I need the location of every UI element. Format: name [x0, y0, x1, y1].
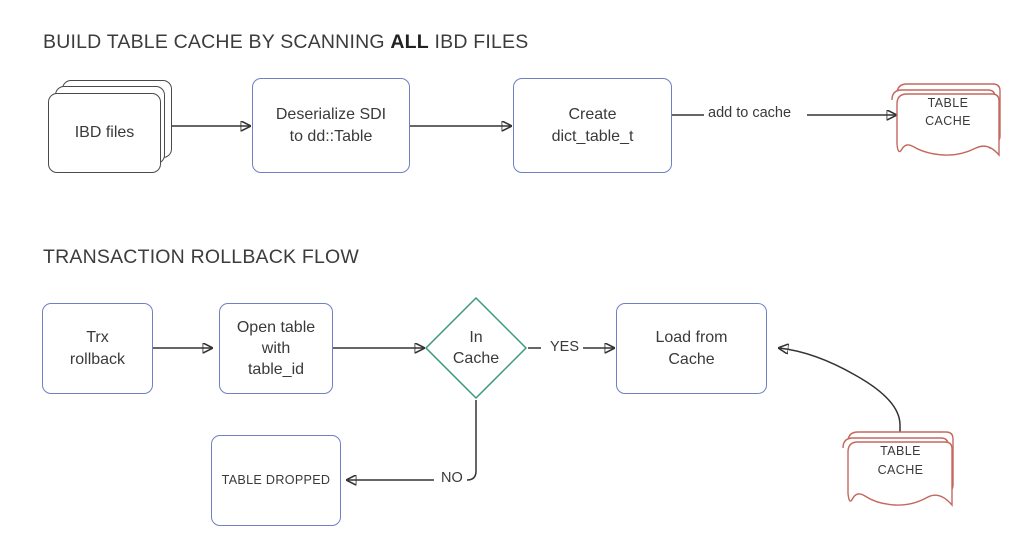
- edge-label-yes: YES: [546, 339, 584, 355]
- table-dropped-node[interactable]: TABLE DROPPED: [211, 435, 341, 526]
- load-from-cache-node[interactable]: Load from Cache: [616, 303, 767, 394]
- trx-rollback-label: Trx rollback: [69, 329, 126, 368]
- in-cache-label: In Cache: [452, 328, 500, 367]
- table-cache-doc-icon-bottom: [842, 431, 954, 507]
- load-from-cache-label: Load from Cache: [655, 329, 728, 368]
- section-title-build-cache-emphasis: ALL: [390, 31, 429, 53]
- section-title-build-cache-suffix: IBD FILES: [428, 31, 529, 53]
- open-table-label: Open table with table_id: [236, 318, 316, 379]
- open-table-node[interactable]: Open table with table_id: [219, 303, 333, 394]
- section-title-rollback: TRANSACTION ROLLBACK FLOW: [43, 246, 359, 268]
- edge-label-add-to-cache: add to cache: [704, 105, 796, 121]
- trx-rollback-node[interactable]: Trx rollback: [42, 303, 153, 394]
- edge-label-no: NO: [437, 470, 467, 486]
- table-cache-node-top[interactable]: TABLE CACHE: [888, 78, 1008, 160]
- diamond-shape-icon: [424, 296, 528, 400]
- table-cache-top-label-group: TABLE CACHE: [888, 78, 1008, 160]
- table-cache-top-label-line1: TABLE: [927, 95, 969, 110]
- table-cache-bottom-label-group: TABLE CACHE: [838, 425, 963, 510]
- create-dict-table-node[interactable]: Create dict_table_t: [513, 78, 672, 173]
- table-cache-bottom-label-line1: TABLE: [880, 444, 921, 459]
- section-title-build-cache: BUILD TABLE CACHE BY SCANNING ALL IBD FI…: [43, 31, 528, 54]
- create-dict-table-label: Create dict_table_t: [551, 106, 634, 145]
- table-cache-node-bottom[interactable]: TABLE CACHE: [838, 425, 963, 510]
- ibd-files-front: IBD files: [48, 93, 161, 173]
- deserialize-sdi-label: Deserialize SDI to dd::Table: [275, 106, 387, 145]
- ibd-files-node[interactable]: IBD files: [48, 80, 178, 180]
- ibd-files-label: IBD files: [74, 124, 135, 142]
- table-cache-top-label-line2: CACHE: [925, 114, 971, 128]
- table-cache-bottom-label-line2: CACHE: [877, 462, 924, 477]
- deserialize-sdi-node[interactable]: Deserialize SDI to dd::Table: [252, 78, 410, 173]
- table-dropped-label: TABLE DROPPED: [221, 473, 331, 488]
- table-cache-doc-icon-top: [891, 83, 1001, 157]
- in-cache-decision-node[interactable]: In Cache: [424, 296, 528, 400]
- section-title-build-cache-prefix: BUILD TABLE CACHE BY SCANNING: [43, 31, 391, 53]
